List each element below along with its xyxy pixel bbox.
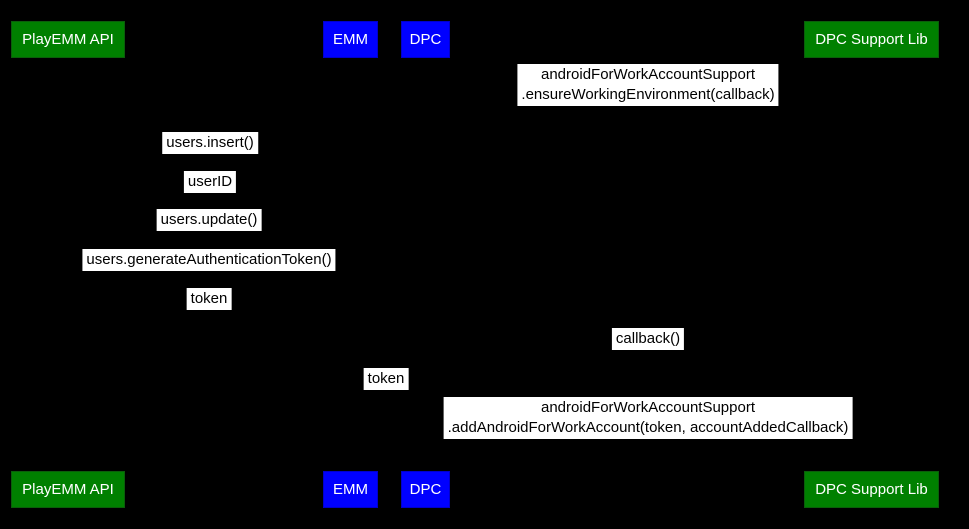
actor-dpc-top: DPC: [401, 21, 450, 58]
actor-dpc-support-lib-bottom: DPC Support Lib: [804, 471, 939, 508]
actor-emm-bottom: EMM: [323, 471, 378, 508]
message-ensure-working-environment: androidForWorkAccountSupport .ensureWork…: [517, 64, 779, 106]
message-line: androidForWorkAccountSupport: [540, 66, 755, 83]
actor-emm-top: EMM: [323, 21, 378, 58]
message-add-android-for-work-account: androidForWorkAccountSupport .addAndroid…: [443, 397, 853, 439]
actor-playemm-api-top: PlayEMM API: [11, 21, 125, 58]
message-users-update: users.update(): [156, 209, 262, 231]
message-userid: userID: [183, 171, 237, 193]
message-users-insert: users.insert(): [162, 132, 258, 154]
message-users-generate-authentication-token: users.generateAuthenticationToken(): [82, 249, 336, 271]
message-line: androidForWorkAccountSupport: [541, 399, 755, 416]
actor-dpc-bottom: DPC: [401, 471, 450, 508]
message-callback: callback(): [611, 328, 685, 350]
message-token-return: token: [186, 288, 232, 310]
actor-playemm-api-bottom: PlayEMM API: [11, 471, 125, 508]
message-token-to-dpc: token: [363, 368, 409, 390]
actor-dpc-support-lib-top: DPC Support Lib: [804, 21, 939, 58]
message-line: .ensureWorkingEnvironment(callback): [521, 86, 775, 103]
message-line: .addAndroidForWorkAccount(token, account…: [447, 419, 849, 436]
